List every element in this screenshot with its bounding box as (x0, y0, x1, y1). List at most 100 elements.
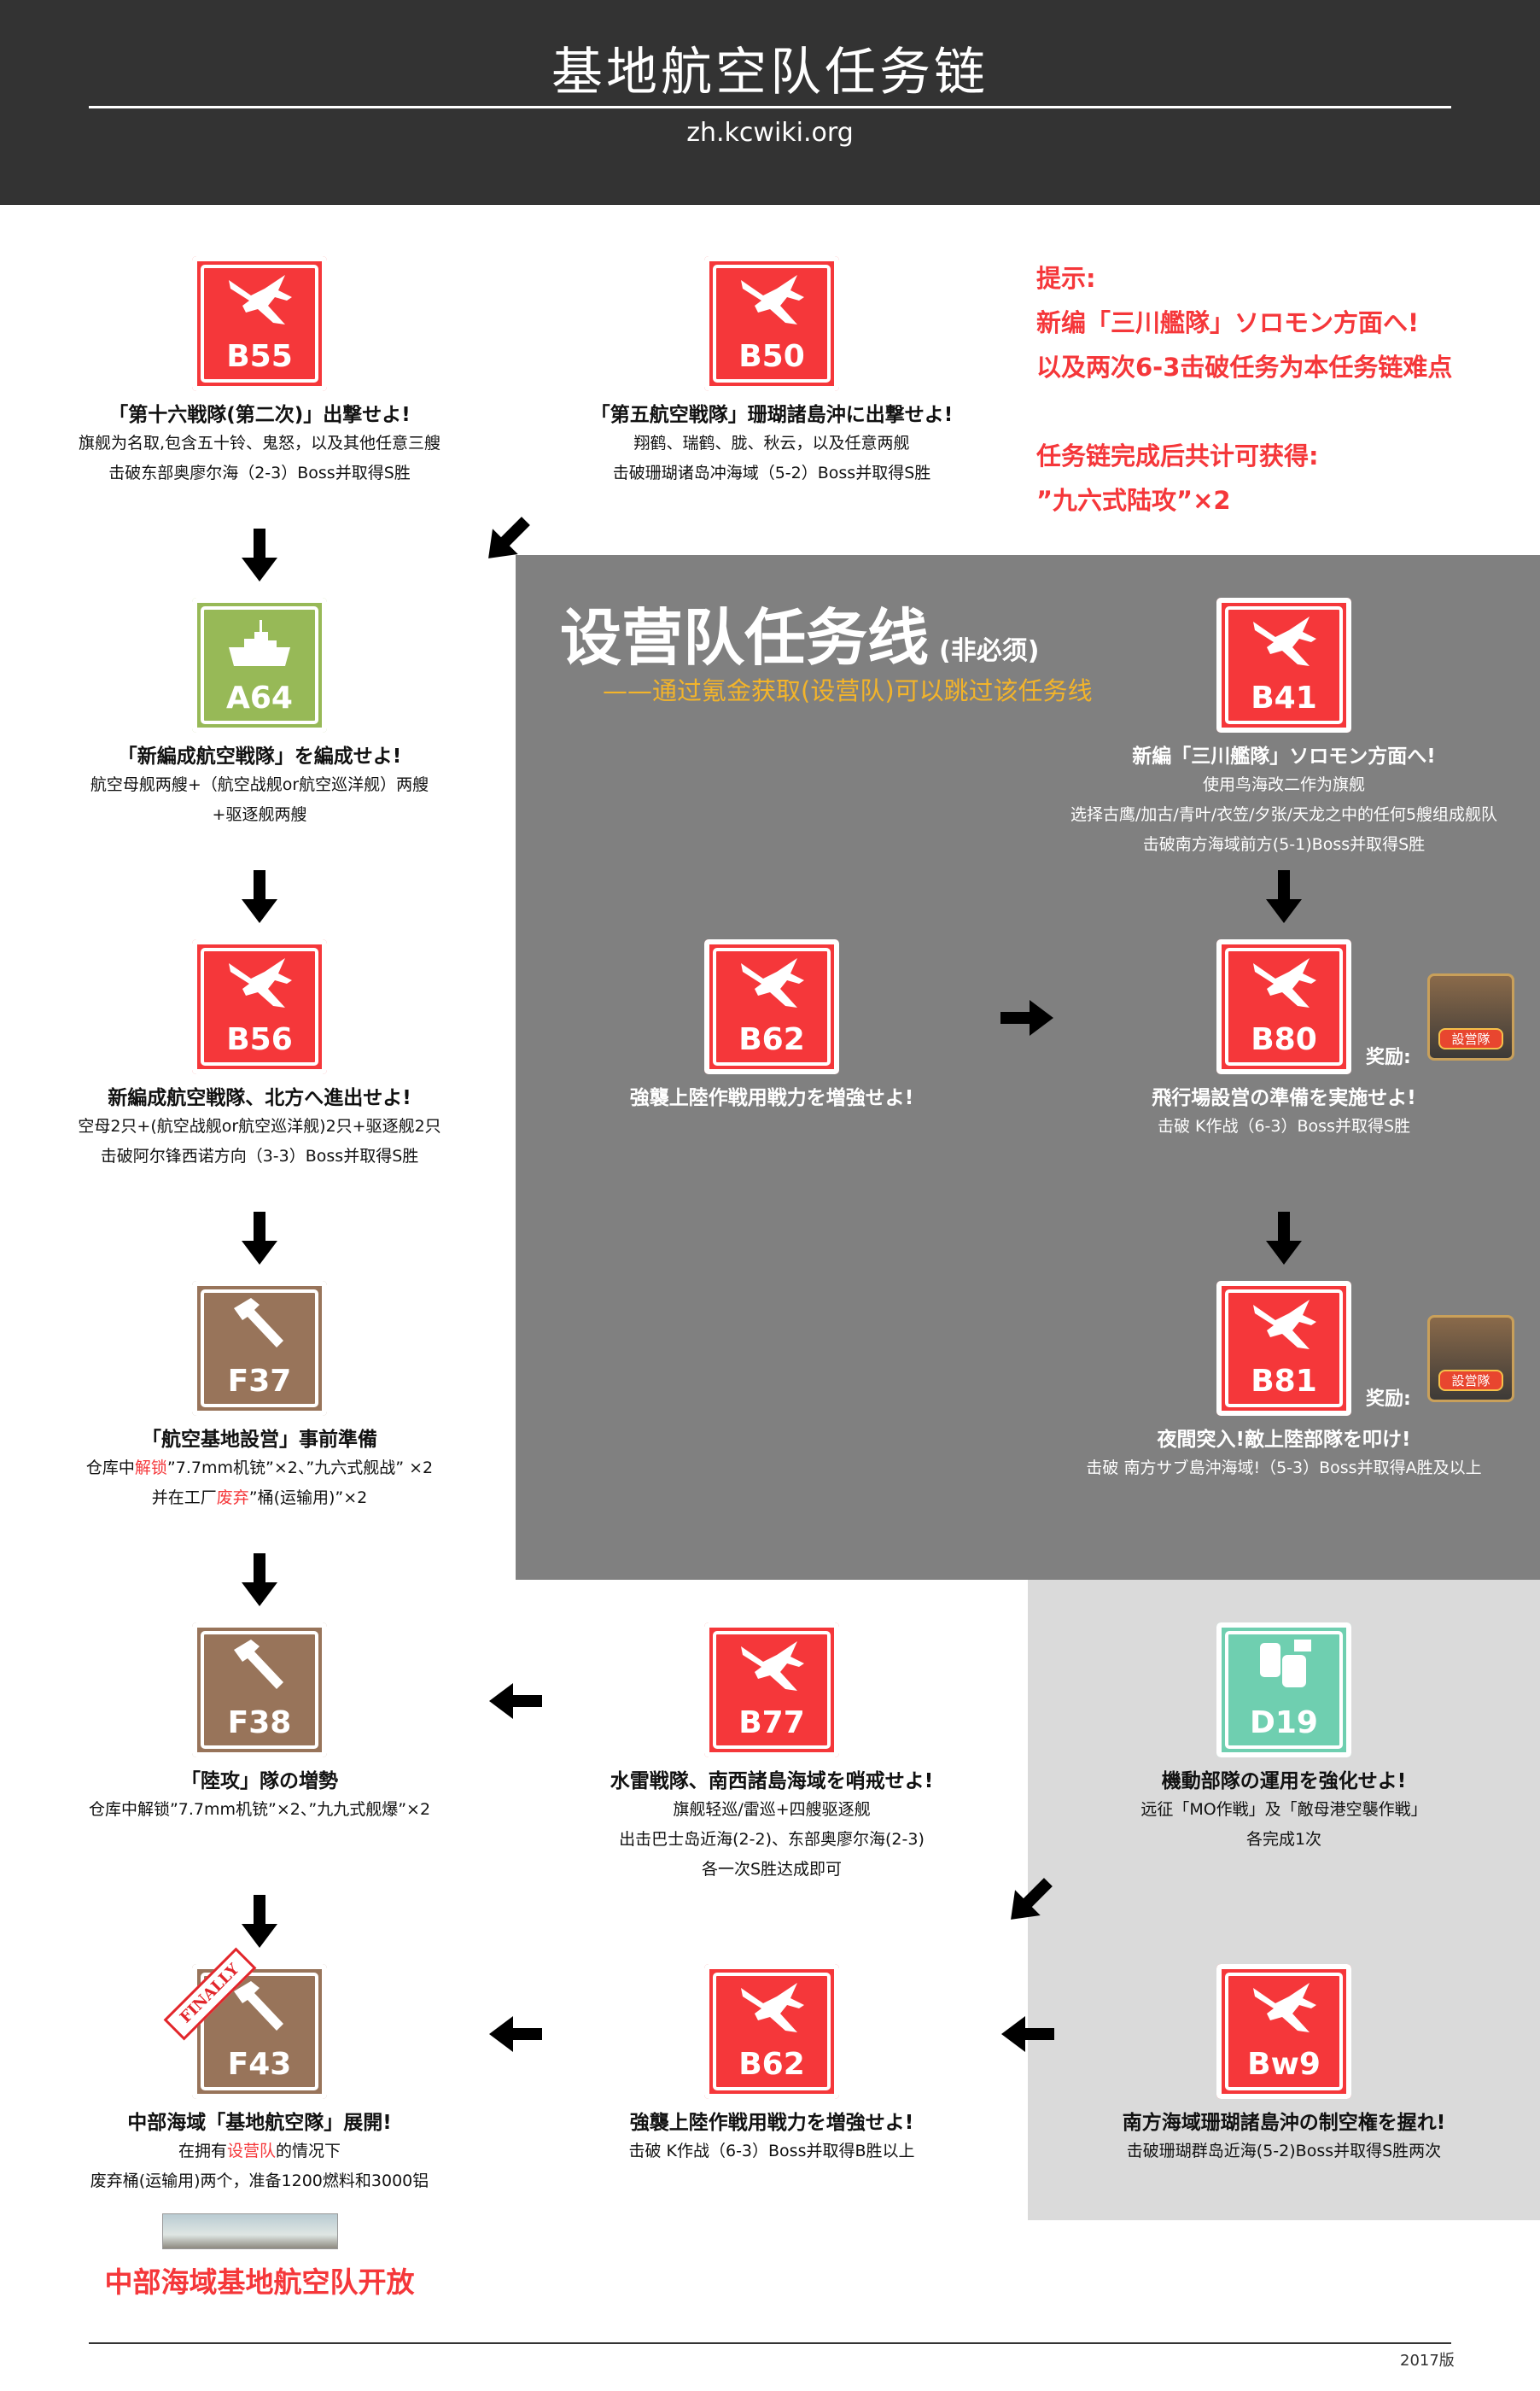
quest-card-b81[interactable]: B81 夜間突入!敵上陸部隊を叩け! 击破 南方サブ島沖海域!（5-3）Boss并取… (1011, 1281, 1540, 1483)
quest-code: F38 (227, 1705, 292, 1740)
quest-requirement: 空母2只+(航空战舰or航空巡洋舰)2只+驱逐舰2只 (0, 1112, 533, 1142)
text-segment: 击破南方海域前方(5-1)Boss并取得S胜 (1142, 835, 1426, 854)
quest-requirement: 击破东部奥廖尔海（2-3）Boss并取得S胜 (0, 459, 533, 488)
quest-requirement: 远征「MO作戦」及「敵母港空襲作戦」 (1011, 1795, 1540, 1825)
flow-arrow (1266, 870, 1302, 923)
flow-arrow (1000, 1000, 1053, 1036)
quest-code: B55 (226, 339, 293, 374)
site-url[interactable]: zh.kcwiki.org (686, 118, 854, 148)
hint-line: 以及两次6-3击破任务为本任务链难点 (1036, 353, 1453, 382)
quest-requirement: 并在工厂废弃”桶(运输用)”×2 (0, 1483, 533, 1513)
quest-requirement: 击破珊瑚诸岛冲海域（5-2）Boss并取得S胜 (499, 459, 1045, 488)
quest-title: 新編「三川艦隊」ソロモン方面へ! (1132, 745, 1436, 768)
quest-badge: B55 (192, 256, 327, 391)
text-segment: 使用鸟海改二作为旗舰 (1202, 775, 1365, 794)
base-air-corps-image (162, 2213, 338, 2249)
text-segment: 航空母舰两艘+（航空战舰or航空巡洋舰）两艘 (90, 775, 429, 794)
text-segment: 废弃桶(运输用)两个，准备1200燃料和3000铝 (90, 2172, 429, 2190)
quest-requirement: +驱逐舰两艘 (0, 800, 533, 830)
text-segment: 出击巴士岛近海(2-2)、东部奥廖尔海(2-3) (619, 1830, 925, 1849)
text-segment: 击破珊瑚诸岛冲海域（5-2）Boss并取得S胜 (612, 464, 931, 482)
text-segment: 仓库中 (85, 1459, 135, 1477)
quest-title: 「航空基地設営」事前準備 (142, 1429, 377, 1451)
quest-card-f43[interactable]: F43 中部海域「基地航空隊」展開! 在拥有设营队的情况下废弃桶(运输用)两个，准备… (0, 1964, 533, 2196)
text-segment: 击破 K作战（6-3）Boss并取得S胜 (1157, 1117, 1411, 1136)
quest-requirement: 在拥有设营队的情况下 (0, 2137, 533, 2166)
flow-arrow (1001, 2016, 1054, 2052)
final-unlock-text: 中部海域基地航空队开放 (104, 2265, 415, 2299)
quest-badge: Bw9 (1216, 1964, 1351, 2099)
text-segment: 的情况下 (276, 2142, 341, 2160)
quest-code: B62 (738, 1022, 805, 1057)
quest-card-a64[interactable]: A64「新編成航空戦隊」を編成せよ!航空母舰两艘+（航空战舰or航空巡洋舰）两艘… (0, 598, 533, 830)
quest-requirement: 击破南方海域前方(5-1)Boss并取得S胜 (1011, 830, 1540, 860)
quest-card-b55[interactable]: B55「第十六戦隊(第二次)」出撃せよ!旗舰为名取,包含五十铃、鬼怒，以及其他任… (0, 256, 533, 488)
quest-requirement: 翔鹤、瑞鹤、胧、秋云，以及任意两舰 (499, 429, 1045, 459)
quest-code: Bw9 (1247, 2047, 1321, 2082)
text-segment: 各完成1次 (1245, 1830, 1322, 1849)
quest-requirement: 旗舰为名取,包含五十铃、鬼怒，以及其他任意三艘 (0, 429, 533, 459)
quest-title: 強襲上陸作戦用戦力を増強せよ! (629, 2112, 914, 2134)
quest-code: B81 (1251, 1364, 1317, 1399)
quest-code: F43 (227, 2047, 292, 2082)
quest-title: 水雷戦隊、南西諸島海域を哨戒せよ! (610, 1770, 934, 1792)
quest-card-b77[interactable]: B77 水雷戦隊、南西諸島海域を哨戒せよ! 旗舰轻巡/雷巡+四艘驱逐舰出击巴士岛近海… (499, 1622, 1045, 1885)
text-segment: 翔鹤、瑞鹤、胧、秋云，以及任意两舰 (633, 434, 910, 453)
quest-code: B77 (738, 1705, 805, 1740)
quest-requirement: 旗舰轻巡/雷巡+四艘驱逐舰 (499, 1795, 1045, 1825)
quest-card-b50[interactable]: B50 「第五航空戦隊」珊瑚諸島沖に出撃せよ! 翔鹤、瑞鹤、胧、秋云，以及任意两舰击… (499, 256, 1045, 488)
quest-badge: B62 (704, 939, 839, 1074)
text-segment: 各一次S胜达成即可 (701, 1860, 843, 1879)
quest-card-b62a[interactable]: B62 強襲上陸作戦用戦力を増強せよ! (499, 939, 1045, 1112)
section-title: 设营队任务线(非必须) (560, 588, 1039, 677)
flow-arrow (489, 1683, 542, 1719)
text-segment: ”7.7mm机铳”×2、”九六式舰战” ×2 (166, 1459, 434, 1477)
section-note: (非必须) (939, 636, 1040, 666)
flow-arrow (242, 1212, 277, 1265)
quest-title: 強襲上陸作戦用戦力を増強せよ! (629, 1087, 914, 1109)
hint-line: 新编「三川艦隊」ソロモン方面へ! (1036, 308, 1420, 337)
text-segment: 旗舰轻巡/雷巡+四艘驱逐舰 (673, 1800, 871, 1819)
text-segment: 击破 南方サブ島沖海域!（5-3）Boss并取得A胜及以上 (1086, 1459, 1482, 1477)
quest-badge: B80 (1216, 939, 1351, 1074)
quest-title: 中部海域「基地航空隊」展開! (127, 2112, 392, 2134)
quest-requirement: 仓库中解锁”7.7mm机铳”×2、”九六式舰战” ×2 (0, 1453, 533, 1483)
quest-code: F37 (227, 1364, 292, 1399)
flow-arrow (1011, 1878, 1053, 1920)
quest-requirement: 使用鸟海改二作为旗舰 (1011, 770, 1540, 800)
text-segment: 旗舰为名取,包含五十铃、鬼怒，以及其他任意三艘 (78, 434, 441, 453)
flow-arrow (489, 2016, 542, 2052)
quest-code: D19 (1250, 1705, 1318, 1740)
quest-badge: B62 (704, 1964, 839, 2099)
flow-arrow (1266, 1212, 1302, 1265)
section-subtitle: ——通过氪金获取(设营队)可以跳过该任务线 (603, 676, 1093, 705)
text-segment: 并在工厂 (151, 1488, 217, 1507)
quest-card-f37[interactable]: F37 「航空基地設営」事前準備仓库中解锁”7.7mm机铳”×2、”九六式舰战” … (0, 1281, 533, 1513)
quest-card-f38[interactable]: F38「陸攻」隊の増勢仓库中解锁”7.7mm机铳”×2、”九九式舰爆”×2 (0, 1622, 533, 1825)
quest-badge: D19 (1216, 1622, 1351, 1757)
quest-badge: B50 (704, 256, 839, 391)
reward-item-label: 設営隊 (1438, 1028, 1503, 1049)
quest-badge: F37 (192, 1281, 327, 1416)
quest-code: B50 (738, 339, 805, 374)
quest-title: 「第五航空戦隊」珊瑚諸島沖に出撃せよ! (590, 404, 954, 426)
reward-label: 奖励: (1366, 1047, 1411, 1068)
text-segment: 击破东部奥廖尔海（2-3）Boss并取得S胜 (108, 464, 411, 482)
text-segment: 仓库中解锁”7.7mm机铳”×2、”九九式舰爆”×2 (88, 1800, 431, 1819)
quest-requirement: 出击巴士岛近海(2-2)、东部奥廖尔海(2-3) (499, 1825, 1045, 1855)
quest-badge: F38 (192, 1622, 327, 1757)
header: 基地航空队任务链 zh.kcwiki.org (0, 0, 1540, 205)
text-segment: 空母2只+(航空战舰or航空巡洋舰)2只+驱逐舰2只 (78, 1117, 441, 1136)
quest-requirement: 各完成1次 (1011, 1825, 1540, 1855)
text-segment: 远征「MO作戦」及「敵母港空襲作戦」 (1140, 1800, 1427, 1819)
quest-requirement: 仓库中解锁”7.7mm机铳”×2、”九九式舰爆”×2 (0, 1795, 533, 1825)
flow-arrow (242, 1553, 277, 1606)
quest-title: 夜間突入!敵上陸部隊を叩け! (1157, 1429, 1411, 1451)
quest-requirement: 各一次S胜达成即可 (499, 1855, 1045, 1885)
